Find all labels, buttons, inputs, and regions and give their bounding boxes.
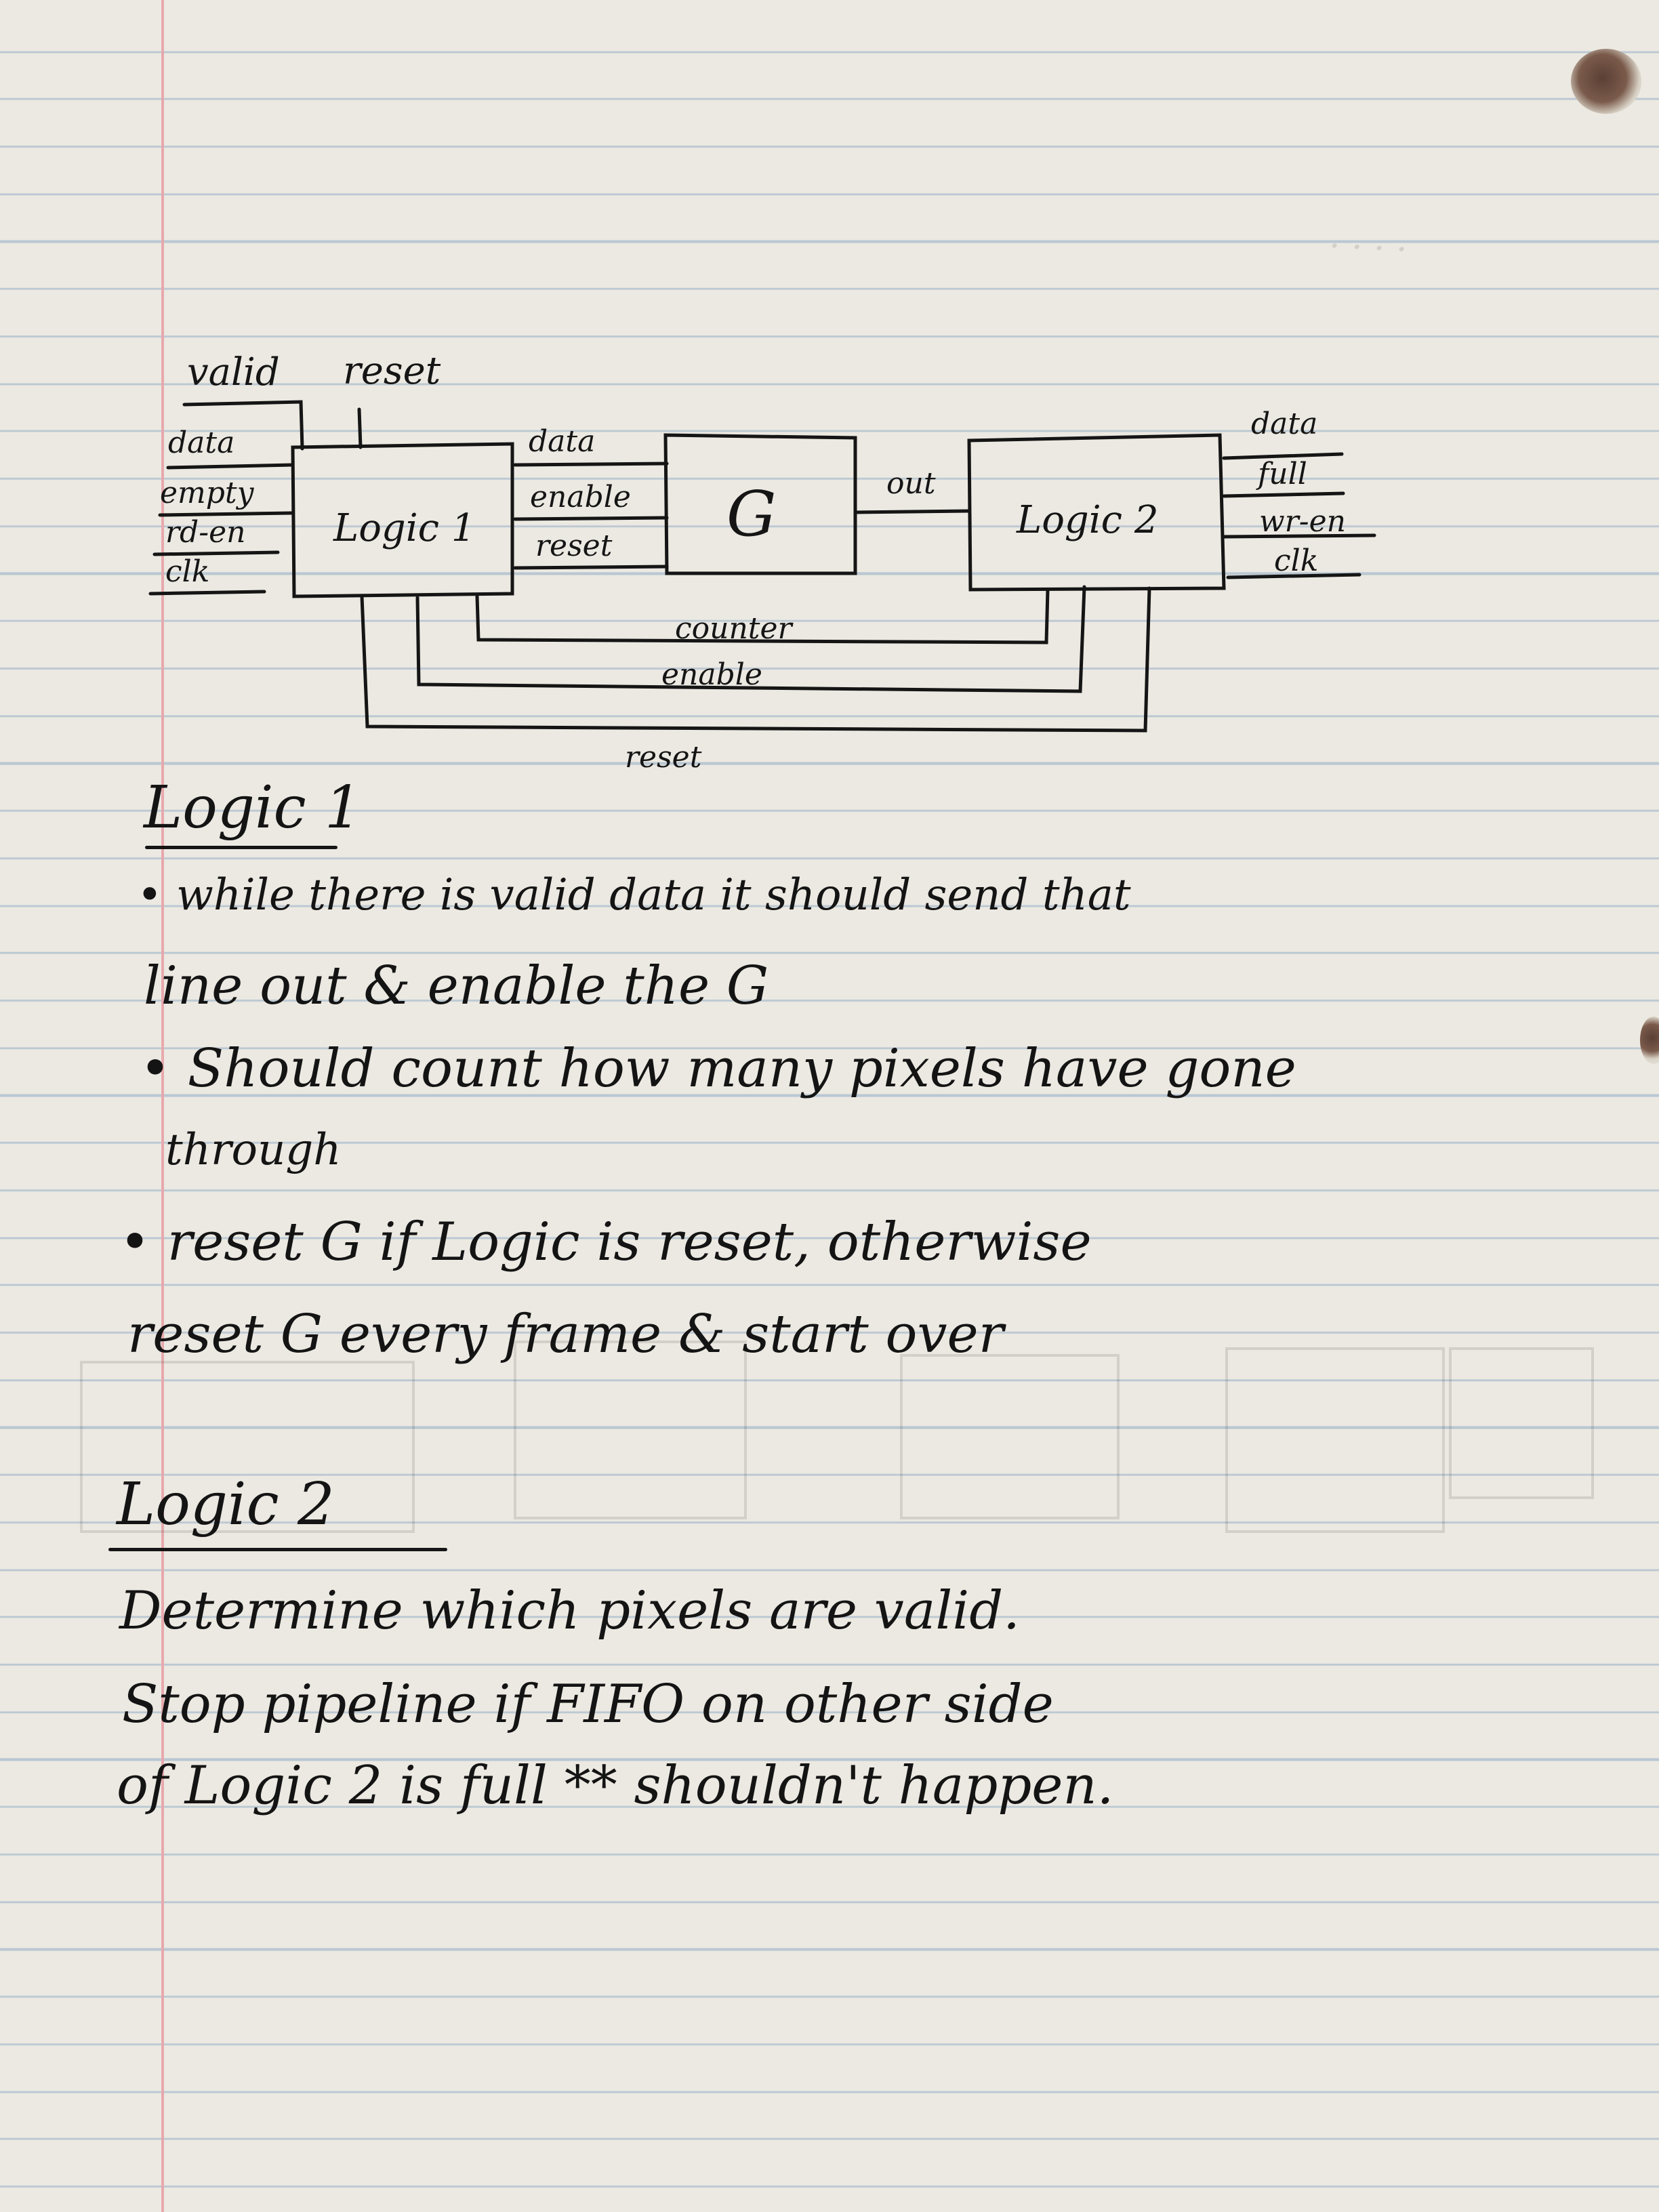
logic1-note-line-3: • Should count how many pixels have gone bbox=[140, 1038, 1296, 1099]
data-out-label: data bbox=[1251, 407, 1317, 441]
logic1-heading: Logic 1 bbox=[144, 774, 362, 842]
logic2-note-line-1: Determine which pixels are valid. bbox=[119, 1580, 1020, 1641]
reset-loop-label: reset bbox=[625, 740, 702, 775]
logic1-heading-underline bbox=[145, 846, 337, 849]
logic2-block: Logic 2 bbox=[967, 433, 1226, 592]
rd-en-in-label: rd-en bbox=[165, 515, 245, 550]
logic1-note-line-5: • reset G if Logic is reset, otherwise bbox=[119, 1212, 1092, 1273]
logic1-note-line-2: line out & enable the G bbox=[144, 956, 769, 1017]
logic1-note-line-6: reset G every frame & start over bbox=[127, 1304, 1004, 1365]
logic1-note-line-4: through bbox=[165, 1125, 342, 1175]
svg-text:· · · ·: · · · · bbox=[1328, 226, 1408, 270]
clk-out-label: clk bbox=[1274, 544, 1318, 578]
valid-label: valid bbox=[187, 350, 280, 394]
reset-in-label: reset bbox=[343, 349, 441, 393]
data-mid-label: data bbox=[529, 424, 595, 459]
logic2-note-line-2: Stop pipeline if FIFO on other side bbox=[122, 1674, 1054, 1735]
g-block: G bbox=[663, 433, 857, 575]
clk-in-label: clk bbox=[165, 554, 209, 589]
counter-label: counter bbox=[675, 611, 794, 646]
logic2-label: Logic 2 bbox=[1016, 498, 1158, 542]
reset-mid-label: reset bbox=[535, 529, 613, 563]
logic2-heading-underline bbox=[108, 1548, 447, 1551]
enable-loop-label: enable bbox=[661, 657, 762, 692]
logic1-block: Logic 1 bbox=[291, 442, 514, 598]
punch-hole-middle bbox=[1640, 1017, 1659, 1064]
full-out-label: full bbox=[1256, 457, 1307, 491]
logic1-label: Logic 1 bbox=[333, 506, 475, 550]
out-label: out bbox=[886, 466, 936, 501]
logic2-heading: Logic 2 bbox=[117, 1471, 335, 1538]
enable-mid-label: enable bbox=[530, 480, 631, 514]
logic2-note-line-3: of Logic 2 is full ** shouldn't happen. bbox=[117, 1755, 1114, 1816]
wr-en-out-label: wr-en bbox=[1259, 504, 1346, 539]
data-in-label: data bbox=[168, 426, 234, 460]
logic1-note-line-1: • while there is valid data it should se… bbox=[137, 870, 1131, 920]
empty-in-label: empty bbox=[160, 476, 255, 510]
margin-line bbox=[161, 0, 164, 2212]
g-label: G bbox=[726, 478, 777, 550]
punch-hole-top bbox=[1571, 49, 1641, 114]
